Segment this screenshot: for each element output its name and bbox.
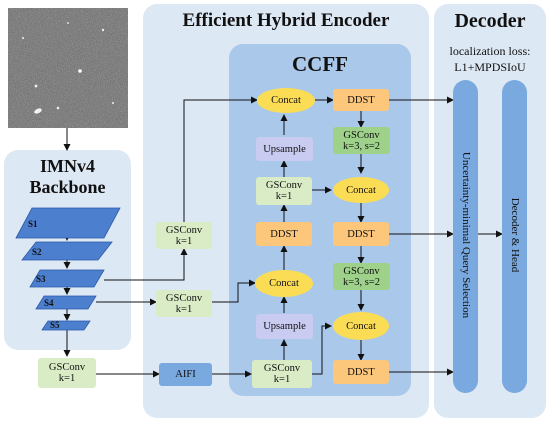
ccff-title: CCFF xyxy=(292,52,348,76)
upsample-2-label: Upsample xyxy=(263,321,306,332)
concat-2-label: Concat xyxy=(346,184,376,196)
stage-label-s2: S2 xyxy=(32,247,42,257)
gsconv-s3-box: GSConv k=1 xyxy=(156,222,212,249)
gsconv-backbone-label: GSConv k=1 xyxy=(48,362,86,384)
ddst-2-left-box: DDST xyxy=(256,222,312,246)
gsconv-s4-box: GSConv k=1 xyxy=(156,290,212,317)
ddst-3-label: DDST xyxy=(347,228,375,240)
ddst-3-box: DDST xyxy=(333,222,389,246)
stage-plate-s2 xyxy=(21,241,113,261)
gsconv-c2-label: GSConv k=3, s=2 xyxy=(343,265,380,288)
stage-label-s5: S5 xyxy=(50,320,60,330)
ddst-4-label: DDST xyxy=(347,366,375,378)
decoder-title: Decoder xyxy=(454,10,526,32)
gsconv-s3-label: GSConv k=1 xyxy=(165,224,203,247)
upsample-2-box: Upsample xyxy=(256,314,313,339)
encoder-title: Efficient Hybrid Encoder xyxy=(182,10,390,31)
decoder-head-pill xyxy=(502,80,527,393)
gsconv-m2-label: GSConv k=1 xyxy=(263,363,301,385)
aifi-box: AIFI xyxy=(159,363,212,386)
aifi-label: AIFI xyxy=(175,369,196,380)
concat-2-node: Concat xyxy=(333,177,389,203)
concat-3-label: Concat xyxy=(269,278,299,289)
decoder-panel xyxy=(434,4,546,418)
query-selection-pill xyxy=(453,80,478,393)
concat-4-node: Concat xyxy=(333,312,389,340)
ddst-1-box: DDST xyxy=(333,89,389,111)
input-image xyxy=(8,8,128,128)
concat-4-label: Concat xyxy=(346,320,376,332)
gsconv-backbone-box: GSConv k=1 xyxy=(38,358,96,388)
gsconv-c1-box: GSConv k=3, s=2 xyxy=(333,127,390,154)
upsample-1-label: Upsample xyxy=(263,143,306,155)
concat-3-node: Concat xyxy=(255,270,313,297)
gsconv-s4-label: GSConv k=1 xyxy=(165,292,203,315)
stage-label-s4: S4 xyxy=(44,298,54,308)
stage-label-s1: S1 xyxy=(28,219,38,229)
ddst-4-box: DDST xyxy=(333,360,389,384)
concat-1-node: Concat xyxy=(257,88,315,113)
stage-plate-s5 xyxy=(41,320,91,331)
decoder-head-label: Decoder & Head xyxy=(508,197,521,272)
gsconv-m2-box: GSConv k=1 xyxy=(252,360,312,388)
loss-line-1: localization loss: xyxy=(449,44,531,58)
loss-line-2: L1+MPDSIoU xyxy=(454,60,526,74)
stage-plate-s1 xyxy=(15,207,121,239)
stage-plate-s3 xyxy=(29,269,105,288)
stage-label-s3: S3 xyxy=(36,274,46,284)
gsconv-m1-label: GSConv k=1 xyxy=(265,180,303,202)
ddst-2-left-label: DDST xyxy=(270,228,298,240)
backbone-title: IMNv4 Backbone xyxy=(29,156,106,197)
gsconv-c1-label: GSConv k=3, s=2 xyxy=(343,129,380,152)
ddst-1-label: DDST xyxy=(347,94,375,106)
gsconv-m1-box: GSConv k=1 xyxy=(256,177,312,205)
stage-plate-s4 xyxy=(35,295,97,310)
query-selection-label: Uncertainty-minimal Query Selection xyxy=(459,151,472,318)
gsconv-c2-box: GSConv k=3, s=2 xyxy=(333,263,390,290)
concat-1-label: Concat xyxy=(271,95,301,106)
upsample-1-box: Upsample xyxy=(256,137,313,161)
